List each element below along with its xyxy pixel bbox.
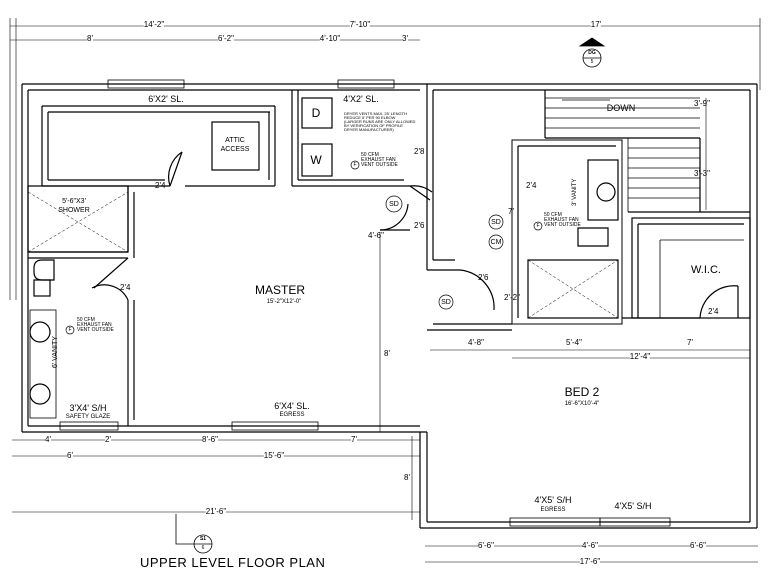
window-bed2-a-note: EGRESS: [540, 507, 566, 513]
washer-label: W: [310, 153, 322, 167]
room-master-name: MASTER: [254, 283, 306, 297]
dim-stair-1: 3'-3": [694, 169, 710, 178]
bath2-vanity-label: 3' VANITY: [572, 178, 578, 206]
dim-door-2: 2'4: [120, 283, 131, 292]
fan-note-master: 50 CFM EXHAUST FAN VENT OUTSIDE: [77, 317, 114, 333]
dim-door-5: 2'6: [478, 273, 489, 282]
smoke-detector-3: SD: [441, 299, 451, 306]
dim-side-8: 8': [404, 473, 410, 482]
room-bed2-size: 16'-6"X10'-4": [564, 401, 600, 407]
dim-door-6: 2'-2": [504, 293, 520, 302]
section-marker-top-id: DG: [588, 50, 596, 56]
dim-door-extra: 4'-6": [368, 231, 384, 240]
window-bath-size: 3'X4' S/H: [69, 403, 107, 413]
dryer-vent-note: DRYER VENTS MAX. 25' LENGTH REDUCE 5' PE…: [344, 111, 416, 132]
shower-label: SHOWER: [58, 207, 90, 214]
dim-total-21: 21'-6": [205, 507, 227, 516]
window-master-egress-size: 6'X4' SL.: [274, 401, 310, 411]
dryer-label: D: [311, 106, 321, 120]
dim-door-4: 2'4: [526, 181, 537, 190]
dim-door-1: 2'4: [155, 181, 166, 190]
dim-top2-3: 3': [402, 34, 408, 43]
co-detector: CM: [490, 239, 502, 246]
dim-top1-2: 17': [590, 20, 602, 29]
dim-top1-0: 14'-2": [143, 20, 165, 29]
room-wic-name: W.I.C.: [691, 264, 721, 276]
dim-bottom1-3: 7': [351, 435, 357, 444]
dim-mid-2: 7': [687, 338, 693, 347]
window-bed2-a-size: 4'X5' S/H: [534, 495, 572, 505]
window-master-north: 6'X2' SL.: [148, 94, 184, 104]
room-master-size: 15'-2"X12'-0": [266, 299, 302, 305]
section-marker-top-sheet: 5: [590, 59, 594, 65]
dim-door-0: 2'8: [414, 147, 425, 156]
dim-mid-1: 5'-4": [566, 338, 582, 347]
master-vanity-label: 6' VANITY: [52, 336, 59, 368]
fan-symbol-bath2: F: [536, 223, 540, 229]
stair-down-label: DOWN: [606, 103, 636, 113]
dim-stair-0: 3'-9": [694, 99, 710, 108]
attic-label-2: ACCESS: [220, 146, 250, 153]
section-marker-bottom-id: S1: [199, 536, 207, 542]
dim-mid-total: 12'-4": [629, 352, 651, 361]
dim-master-8: 8': [384, 349, 390, 358]
dim-bottom1-0: 4': [45, 435, 51, 444]
smoke-detector-1: SD: [389, 201, 399, 208]
dim-bottom2-0: 6': [67, 451, 73, 460]
fan-symbol-master: F: [68, 327, 72, 333]
dim-mid-0: 4'-8": [468, 338, 484, 347]
shower-size: 5'-6"X3': [62, 198, 86, 205]
dim-bed2-total: 17'-6": [579, 557, 601, 566]
dim-bottom1-2: 8'-6": [202, 435, 218, 444]
fan-note-laundry: 50 CFM EXHAUST FAN VENT OUTSIDE: [361, 152, 398, 168]
section-marker-bottom-sheet: 6: [201, 545, 205, 551]
window-laundry-north: 4'X2' SL.: [343, 94, 379, 104]
fan-symbol-laundry: F: [353, 162, 357, 168]
drawing-title: UPPER LEVEL FLOOR PLAN: [140, 555, 326, 570]
dim-bed2-bottom-1: 4'-6": [582, 541, 598, 550]
dim-bed2-bottom-2: 6'-6": [690, 541, 706, 550]
fan-note-bath2: 50 CFM EXHAUST FAN VENT OUTSIDE: [544, 212, 581, 228]
dim-bed2-bottom-0: 6'-6": [478, 541, 494, 550]
dim-top2-2: 4'-10": [319, 34, 341, 43]
window-bath-note: SAFETY GLAZE: [65, 414, 111, 420]
dim-top2-0: 8': [87, 34, 93, 43]
dim-top2-1: 6'-2": [218, 34, 234, 43]
smoke-detector-2: SD: [491, 219, 501, 226]
dim-bottom1-1: 2': [105, 435, 111, 444]
dim-bottom2-1: 15'-6": [263, 451, 285, 460]
dim-door-7: 2'4: [708, 307, 719, 316]
window-bed2-b-size: 4'X5' S/H: [614, 501, 652, 511]
dim-door-3: 2'6: [414, 221, 425, 230]
attic-label-1: ATTIC: [225, 137, 245, 144]
room-bed2-name: BED 2: [564, 385, 600, 399]
window-master-egress-note: EGRESS: [279, 412, 305, 418]
dim-top1-1: 7'-10": [349, 20, 371, 29]
dim-closet-7: 7': [508, 207, 514, 216]
